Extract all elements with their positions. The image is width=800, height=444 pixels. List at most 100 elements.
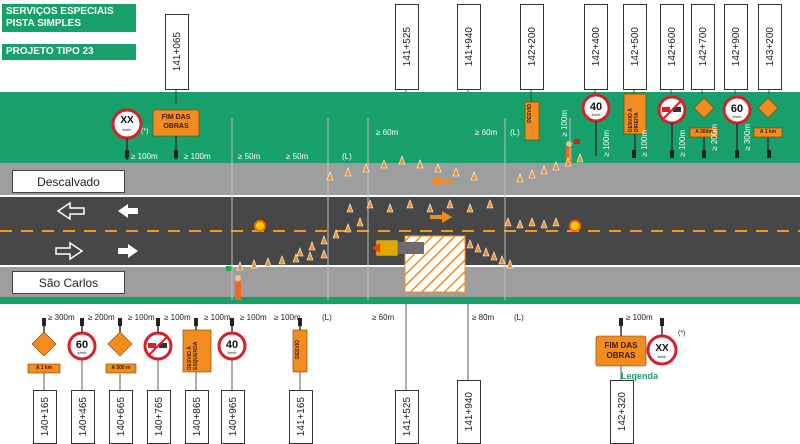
no-overtaking-sign-top: [657, 95, 687, 156]
km-marker-bottom: 140+965: [221, 390, 245, 444]
distance-label: ≥ 100m: [678, 130, 687, 157]
traffic-cone: [466, 239, 474, 249]
traffic-cone: [344, 223, 352, 233]
distance-label: ≥ 100m: [626, 313, 653, 322]
distance-label: ≥ 60m: [376, 128, 399, 137]
distance-label: ≥ 100m: [164, 313, 191, 322]
distance-label: ≥ 100m: [640, 130, 649, 157]
km-marker-top: 142+500: [623, 4, 647, 90]
km-marker-top: 142+400: [584, 4, 608, 90]
desvio-esquerda-sign-bottom: [182, 318, 212, 373]
km-marker-bottom: 140+465: [71, 390, 95, 444]
traffic-cone: [398, 155, 406, 165]
distance-label: ≥ 300m: [743, 124, 752, 151]
distance-label: (L): [514, 313, 524, 322]
traffic-cone: [498, 255, 506, 265]
speed-60-value: 60: [730, 103, 744, 115]
roadwork-diamond-1km-bottom: [27, 318, 61, 374]
distance-label: ≥ 60m: [475, 128, 498, 137]
arrow-left-outline: [56, 201, 85, 221]
traffic-cone: [292, 253, 300, 263]
detour-arrow-right: [430, 211, 452, 223]
desvio-text: DESVIO: [295, 340, 301, 359]
traffic-cone: [504, 217, 512, 227]
speed-xx-value: XX: [655, 343, 669, 354]
speed-40-value: 40: [225, 339, 239, 351]
traffic-cone: [296, 247, 304, 257]
desvio-sign-bottom: [292, 318, 308, 373]
distance-label: ≥ 100m: [240, 313, 267, 322]
legend-label: Legenda: [621, 371, 659, 381]
traffic-cone: [386, 203, 394, 213]
traffic-cone: [278, 255, 286, 265]
traffic-cone: [490, 251, 498, 261]
traffic-cone: [380, 159, 388, 169]
asterisk-note: (*): [141, 128, 149, 135]
km-marker-top: 142+600: [660, 4, 684, 90]
traffic-cone: [528, 169, 536, 179]
traffic-cone: [516, 173, 524, 183]
desvio-direita-text: DESVIO À DIREITA: [628, 108, 640, 132]
arrow-left-solid: [118, 204, 138, 218]
flashing-light: [254, 220, 266, 232]
distance-label: ≥ 50m: [238, 152, 261, 161]
speed-unit: km/h: [732, 114, 742, 119]
km-marker-top: 143+200: [758, 4, 782, 90]
speed-40-value: 40: [589, 101, 603, 113]
traffic-cone: [446, 199, 454, 209]
bottom-shoulder: [0, 267, 800, 297]
a-300m-text: A 300m: [695, 129, 713, 135]
speed-60-sign-bottom: [67, 318, 97, 361]
roadwork-diamond-500m-bottom: [105, 318, 137, 374]
desvio-sign-top: [524, 101, 540, 141]
a-1km-text: A 1 km: [759, 129, 777, 135]
traffic-cone: [306, 251, 314, 261]
traffic-cone: [406, 199, 414, 209]
traffic-cone: [470, 171, 478, 181]
top-shoulder: [0, 163, 800, 195]
traffic-cones: [236, 153, 584, 271]
roadwork-diamond-1km-top: [753, 97, 783, 156]
km-marker-top: 142+900: [724, 4, 748, 90]
desvio-text: DESVIO: [527, 104, 533, 123]
traffic-cone: [326, 171, 334, 181]
arrow-right-solid: [118, 244, 138, 258]
traffic-cone: [250, 259, 258, 269]
km-marker-top: 141+940: [457, 4, 481, 90]
traffic-cone: [426, 203, 434, 213]
traffic-cone: [344, 167, 352, 177]
traffic-cone: [552, 217, 560, 227]
traffic-cone: [346, 203, 354, 213]
fim-das-obras-sign-top: [152, 109, 200, 160]
distance-label: ≥ 100m: [131, 152, 158, 161]
km-leaders-bottom: [43, 304, 622, 390]
km-marker-bottom: 141+165: [289, 390, 313, 444]
flashing-light: [569, 220, 581, 232]
traffic-cone: [564, 157, 572, 167]
km-marker-bottom: 142+320: [610, 380, 634, 444]
traffic-cone: [264, 257, 272, 267]
distance-label: (L): [342, 152, 352, 161]
km-marker-bottom: 141+940: [457, 380, 481, 444]
speed-unit: km/h: [591, 112, 601, 117]
speed-unit: km/h: [227, 350, 237, 355]
km-marker-top: 142+700: [691, 4, 715, 90]
desvio-esquerda-text: DESVIO À ESQUERDA: [187, 341, 199, 370]
speed-unit: km/h: [77, 350, 87, 355]
distance-label: ≥ 200m: [88, 313, 115, 322]
flagger-person: [226, 266, 241, 300]
traffic-cone: [362, 163, 370, 173]
distance-label: (L): [510, 128, 520, 137]
no-overtaking-sign-bottom: [143, 318, 173, 361]
km-marker-bottom: 140+765: [147, 390, 171, 444]
km-marker-bottom: 140+165: [33, 390, 57, 444]
traffic-cone: [416, 159, 424, 169]
traffic-cone: [576, 153, 584, 163]
traffic-cone: [506, 259, 514, 269]
traffic-cone: [236, 261, 244, 271]
a-1km-text: A 1 km: [35, 365, 53, 371]
traffic-cone: [528, 217, 536, 227]
arrow-right-outline: [55, 241, 84, 261]
